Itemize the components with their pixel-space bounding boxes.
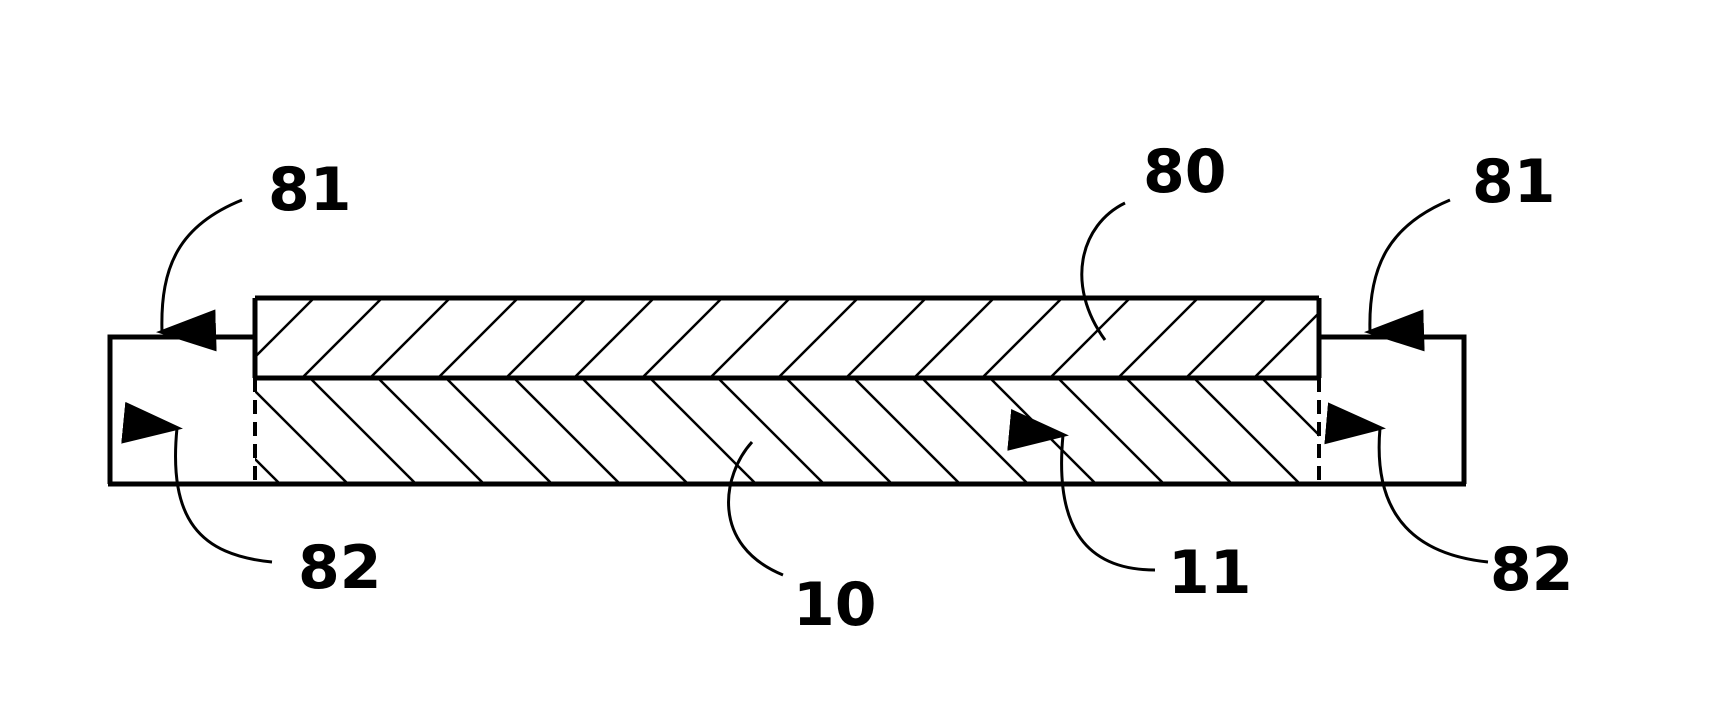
- right-side-block: [1319, 337, 1464, 484]
- label-10: 10: [793, 570, 877, 640]
- left-side-block: [110, 337, 255, 484]
- label-82-left: 82: [298, 533, 382, 603]
- label-81-left: 81: [268, 155, 352, 225]
- label-82-right: 82: [1490, 535, 1574, 605]
- label-80: 80: [1143, 137, 1227, 207]
- substrate-10: [255, 378, 1319, 484]
- label-81-right: 81: [1472, 147, 1556, 217]
- label-11: 11: [1168, 538, 1252, 608]
- arrow-82-right: [1379, 428, 1488, 562]
- arrow-81-left: [162, 200, 242, 332]
- layer-80: [255, 298, 1319, 378]
- arrow-81-right: [1370, 200, 1450, 332]
